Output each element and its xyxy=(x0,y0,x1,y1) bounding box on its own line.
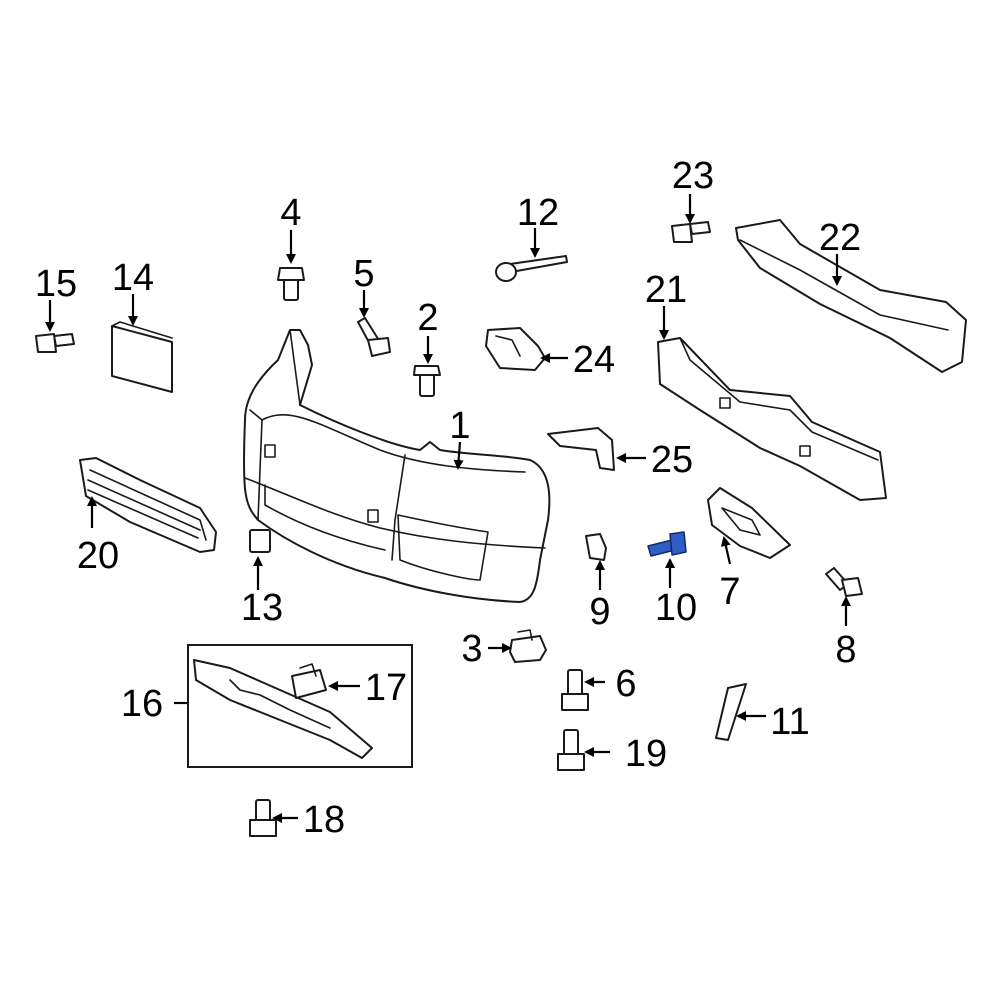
pad-14-part[interactable] xyxy=(111,321,173,393)
callout-8: 8 xyxy=(835,629,856,671)
callout-11: 11 xyxy=(770,701,809,743)
clip-3-part[interactable] xyxy=(509,629,547,663)
bolt-8-part[interactable] xyxy=(825,567,863,597)
bolt-6-part[interactable] xyxy=(561,669,589,711)
screw-5-part[interactable] xyxy=(357,317,391,357)
reinforcement-21-part[interactable] xyxy=(657,337,887,501)
callout-17: 17 xyxy=(365,667,407,709)
clip-17-part[interactable] xyxy=(291,663,327,699)
callout-20: 20 xyxy=(77,535,119,577)
callout-7: 7 xyxy=(719,571,740,613)
callout-22: 22 xyxy=(819,217,861,259)
bolt-15-part[interactable] xyxy=(35,333,75,353)
callout-16: 16 xyxy=(121,683,163,725)
callout-1: 1 xyxy=(449,405,470,447)
bolt-23-part[interactable] xyxy=(671,221,711,243)
bolt-2-part[interactable] xyxy=(413,365,441,397)
leader-7 xyxy=(720,536,732,565)
bumper-cover-part[interactable] xyxy=(242,329,551,603)
callout-13: 13 xyxy=(241,587,283,629)
bolt-4-part[interactable] xyxy=(277,267,305,301)
absorber-16-part[interactable] xyxy=(187,644,413,768)
bracket-25-part[interactable] xyxy=(547,427,615,471)
callout-6: 6 xyxy=(615,663,636,705)
bolt-18-part[interactable] xyxy=(249,799,277,837)
sensor-24-part[interactable] xyxy=(485,327,546,371)
callout-5: 5 xyxy=(353,253,374,295)
callout-25: 25 xyxy=(651,439,693,481)
callout-15: 15 xyxy=(35,263,77,305)
callout-23: 23 xyxy=(672,155,714,197)
strip-11-part[interactable] xyxy=(715,683,747,741)
grille-20-part[interactable] xyxy=(79,457,217,553)
clip-9-part[interactable] xyxy=(585,533,607,561)
callout-19: 19 xyxy=(625,733,667,775)
bolt-19-part[interactable] xyxy=(557,729,585,771)
callout-18: 18 xyxy=(303,799,345,841)
leader-1 xyxy=(453,441,464,470)
absorber-22-part[interactable] xyxy=(735,219,967,373)
callout-24: 24 xyxy=(573,339,615,381)
clip-13-part[interactable] xyxy=(249,529,271,553)
callout-3: 3 xyxy=(461,628,482,670)
callout-10: 10 xyxy=(655,587,697,629)
callout-14: 14 xyxy=(112,257,154,299)
bracket-7-part[interactable] xyxy=(707,487,791,559)
callout-4: 4 xyxy=(280,192,301,234)
rod-12-part[interactable] xyxy=(495,255,568,282)
callout-2: 2 xyxy=(417,297,438,339)
bolt-10-highlighted-part[interactable] xyxy=(647,531,687,557)
callout-9: 9 xyxy=(589,591,610,633)
callout-21: 21 xyxy=(645,269,687,311)
callout-12: 12 xyxy=(517,192,559,234)
